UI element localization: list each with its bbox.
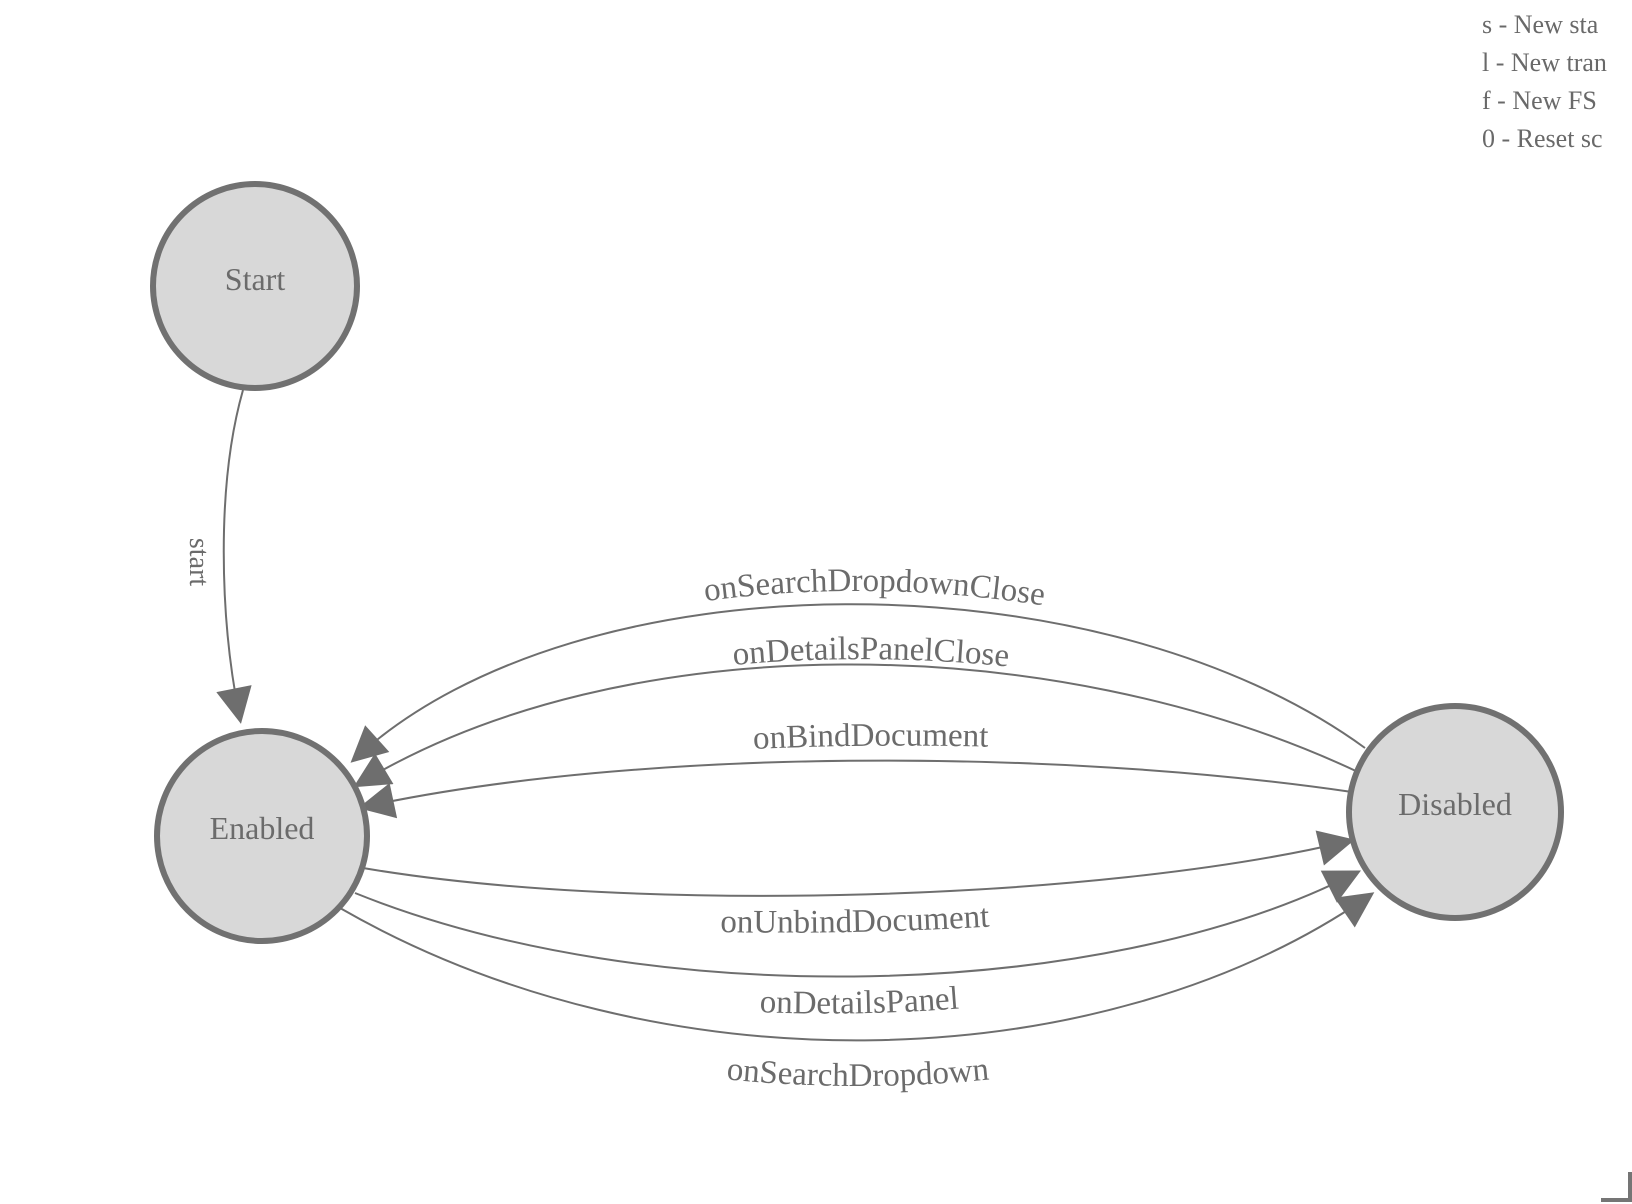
state-label: Start: [225, 261, 286, 297]
transition-edge-onsearchdropdown[interactable]: [339, 892, 1375, 1042]
transition-label-onbinddocument[interactable]: onBindDocument: [752, 718, 989, 757]
transition-edge-onsearchdropdownclose[interactable]: [350, 603, 1366, 763]
transition-edge-ondetailspanel[interactable]: [354, 870, 1362, 978]
legend-line: s - New sta: [1482, 10, 1599, 39]
state-circle: [150, 181, 360, 391]
state-label: Enabled: [210, 810, 315, 846]
legend-line: 0 - Reset sc: [1482, 124, 1603, 153]
transition-label-onunbinddocument[interactable]: onUnbindDocument: [720, 899, 990, 941]
transition-label-onsearchdropdownclose[interactable]: onSearchDropdownClose: [702, 563, 1048, 613]
legend-line: f - New FS: [1482, 86, 1597, 115]
state-label: Disabled: [1398, 786, 1512, 822]
state-node-disabled[interactable]: Disabled: [1346, 703, 1564, 921]
legend-line: l - New tran: [1482, 48, 1607, 77]
transition-edge-ondetailspanelclose[interactable]: [353, 663, 1359, 788]
state-node-enabled[interactable]: Enabled: [154, 728, 370, 944]
canvas-corner-mark: [1601, 1172, 1632, 1202]
state-circle: [154, 728, 370, 944]
transition-edge-start[interactable]: [216, 389, 252, 724]
transition-edge-onbinddocument[interactable]: [358, 759, 1353, 819]
transition-edge-onunbinddocument[interactable]: [362, 830, 1355, 897]
shortcut-legend: s - New sta l - New tran f - New FS 0 - …: [1482, 6, 1607, 158]
transition-label-ondetailspanelclose[interactable]: onDetailsPanelClose: [731, 631, 1011, 674]
transition-label-ondetailspanel[interactable]: onDetailsPanel: [759, 981, 960, 1022]
transition-label-start[interactable]: start: [183, 538, 214, 586]
state-circle: [1346, 703, 1564, 921]
transition-label-onsearchdropdown[interactable]: onSearchDropdown: [725, 1051, 990, 1094]
state-node-start[interactable]: Start: [150, 181, 360, 391]
